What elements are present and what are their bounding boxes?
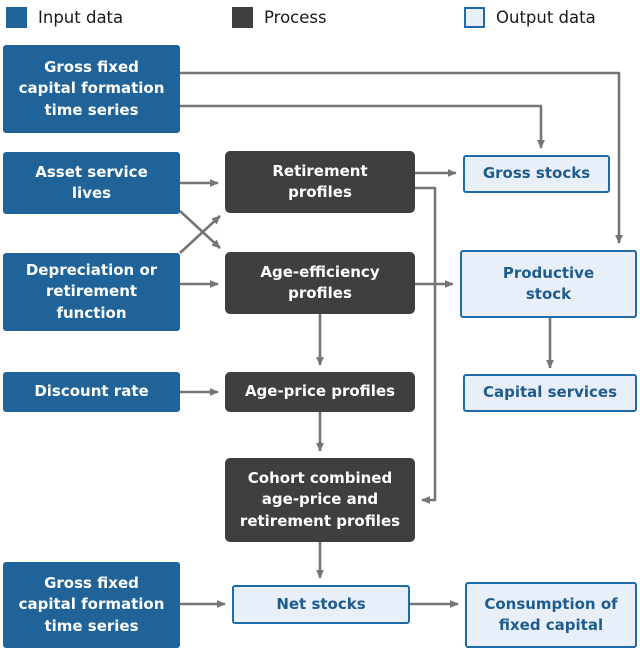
process-swatch-icon bbox=[232, 6, 253, 28]
node-label: Gross stocks bbox=[482, 164, 591, 183]
node-gross-stocks[interactable]: Gross stocks bbox=[463, 155, 610, 193]
output-data-swatch-icon bbox=[464, 6, 485, 28]
edge-depreciation-to-retirement-profiles bbox=[179, 215, 221, 254]
legend-item-process: Process bbox=[232, 5, 327, 29]
edges-group bbox=[179, 71, 623, 608]
edge-gfcf-top-to-productive-stock bbox=[180, 71, 623, 244]
node-label: Net stocks bbox=[276, 594, 366, 613]
edge-retirement-profiles-to-cohort-combined bbox=[415, 186, 437, 504]
node-net-stocks[interactable]: Net stocks bbox=[232, 585, 410, 624]
legend: Input data Process Output data bbox=[0, 0, 640, 36]
input-data-swatch-icon bbox=[6, 6, 27, 28]
legend-label-process: Process bbox=[264, 7, 327, 27]
legend-label-output-data: Output data bbox=[496, 7, 596, 27]
legend-item-input-data: Input data bbox=[6, 5, 123, 29]
node-discount-rate[interactable]: Discount rate bbox=[3, 372, 180, 412]
legend-label-input-data: Input data bbox=[38, 7, 124, 27]
node-label: Capital services bbox=[482, 383, 618, 402]
node-age-price-profiles[interactable]: Age-price profiles bbox=[225, 372, 415, 412]
node-capital-services[interactable]: Capital services bbox=[463, 374, 637, 412]
edge-asset-service-lives-to-age-efficiency-profiles bbox=[179, 210, 221, 249]
edge-gfcf-top-to-gross-stocks bbox=[180, 104, 545, 149]
legend-item-output-data: Output data bbox=[464, 5, 596, 29]
node-label: Age-price profiles bbox=[244, 382, 396, 401]
node-label: Discount rate bbox=[34, 382, 149, 401]
